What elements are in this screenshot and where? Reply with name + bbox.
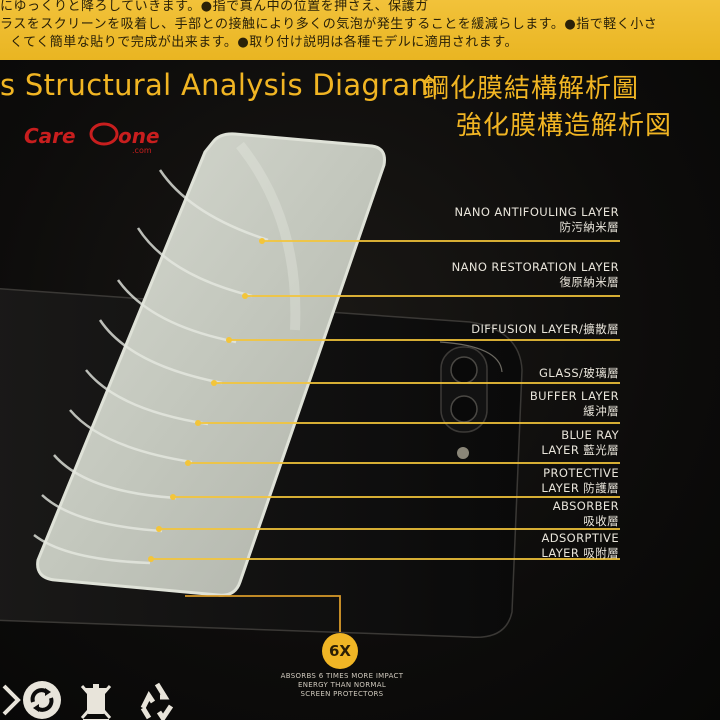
leader-dot <box>156 526 162 532</box>
impact-note-line: ENERGY THAN NORMAL <box>297 681 387 689</box>
svg-text:.com: .com <box>132 146 152 155</box>
layer-label-diffusion: DIFFUSION LAYER/擴散層 <box>471 322 619 337</box>
layer-label-protective: PROTECTIVE LAYER 防護層 <box>541 466 619 496</box>
leader-dot <box>242 293 248 299</box>
layer-label-adsorptive: ADSORPTIVE LAYER 吸附層 <box>541 531 619 561</box>
glass-sheet <box>36 132 386 597</box>
film-arc <box>98 319 223 385</box>
instruction-line-3: くてく簡単な貼りで完成が出来ます。●取り付け説明は各種モデルに適用されます。 <box>10 35 518 50</box>
layer-label-en: ABSORBER <box>552 499 619 513</box>
layer-label-en: NANO RESTORATION LAYER <box>451 260 619 274</box>
layer-label-cn: LAYER 吸附層 <box>541 546 619 560</box>
film-layers <box>33 169 269 565</box>
layer-label-buffer: BUFFER LAYER 緩沖層 <box>530 389 619 419</box>
film-arc <box>41 494 163 533</box>
layer-label-glass: GLASS/玻璃層 <box>539 366 619 381</box>
impact-note-line: SCREEN PROTECTORS <box>300 690 384 698</box>
film-arc <box>53 454 177 500</box>
arrow-symbol-icon <box>2 684 21 716</box>
title-japanese: 強化膜構造解析図 <box>456 111 673 141</box>
leader-dot <box>195 420 201 426</box>
instruction-line-2: ラスをスクリーンを吸着し、手部との接触により多くの気泡が発生することを緩減らしま… <box>0 17 658 32</box>
film-arc <box>158 169 269 242</box>
impact-connector <box>185 595 341 632</box>
impact-note-line: ABSORBS 6 TIMES MORE IMPACT <box>280 672 404 680</box>
layer-label-en: GLASS/玻璃層 <box>538 366 619 380</box>
camera-lens-icon <box>450 395 478 423</box>
svg-text:Care: Care <box>24 124 76 148</box>
film-arc <box>33 534 151 565</box>
layer-label-en: BUFFER LAYER <box>529 389 619 403</box>
glass-reflection <box>236 141 301 331</box>
leader-lines <box>151 240 620 560</box>
phone-edge-highlight <box>439 341 503 373</box>
leader-dot <box>211 380 217 386</box>
layer-label-nano-antifouling: NANO ANTIFOULING LAYER 防污納米層 <box>455 205 619 235</box>
instruction-band: にゆっくりと降ろしていきます。●指で真ん中の位置を押さえ、保護ガ ラスをスクリー… <box>0 0 720 60</box>
recycle-triangle-icon <box>140 682 174 720</box>
layer-label-cn: 緩沖層 <box>583 404 619 418</box>
camera-lens-icon <box>450 356 478 384</box>
crossed-bin-icon <box>80 684 112 720</box>
layer-label-cn: LAYER 防護層 <box>541 481 619 495</box>
svg-text:one: one <box>118 124 160 148</box>
layer-label-cn: LAYER 藍光層 <box>541 443 619 457</box>
carezone-watermark-logo: Care one .com <box>24 122 160 155</box>
film-arc <box>85 369 209 426</box>
layer-label-nano-restoration: NANO RESTORATION LAYER 復原納米層 <box>452 260 619 290</box>
film-arc <box>136 227 253 298</box>
leader-dot <box>185 460 191 466</box>
impact-badge: 6X <box>322 633 358 669</box>
impact-note: ABSORBS 6 TIMES MORE IMPACT ENERGY THAN … <box>262 672 422 699</box>
film-arc <box>116 279 237 344</box>
layer-label-cn: 吸收層 <box>583 514 619 528</box>
title-english: s Structural Analysis Diagram <box>0 68 439 102</box>
layer-label-en: BLUE RAY <box>561 428 619 442</box>
leader-dot <box>259 238 265 244</box>
layer-label-en: DIFFUSION LAYER/擴散層 <box>471 322 619 336</box>
layer-label-en: PROTECTIVE <box>543 466 619 480</box>
leader-dot <box>148 556 154 562</box>
layer-label-absorber: ABSORBER 吸收層 <box>553 499 619 529</box>
leader-dot <box>170 494 176 500</box>
layer-label-blue-ray: BLUE RAY LAYER 藍光層 <box>541 428 619 458</box>
leader-dot <box>226 337 232 343</box>
flash-icon <box>457 447 469 459</box>
layer-label-en: ADSORPTIVE <box>541 531 619 545</box>
instruction-line-1: にゆっくりと降ろしていきます。●指で真ん中の位置を押さえ、保護ガ <box>0 0 429 14</box>
title-traditional-chinese: 鋼化膜結構解析圖 <box>423 74 640 104</box>
leader-dots <box>148 238 265 562</box>
film-arc <box>69 409 193 464</box>
recycle-arrows-icon <box>23 681 61 719</box>
layer-label-cn: 復原納米層 <box>559 275 619 289</box>
layer-label-cn: 防污納米層 <box>559 220 619 234</box>
layer-label-en: NANO ANTIFOULING LAYER <box>454 205 619 219</box>
